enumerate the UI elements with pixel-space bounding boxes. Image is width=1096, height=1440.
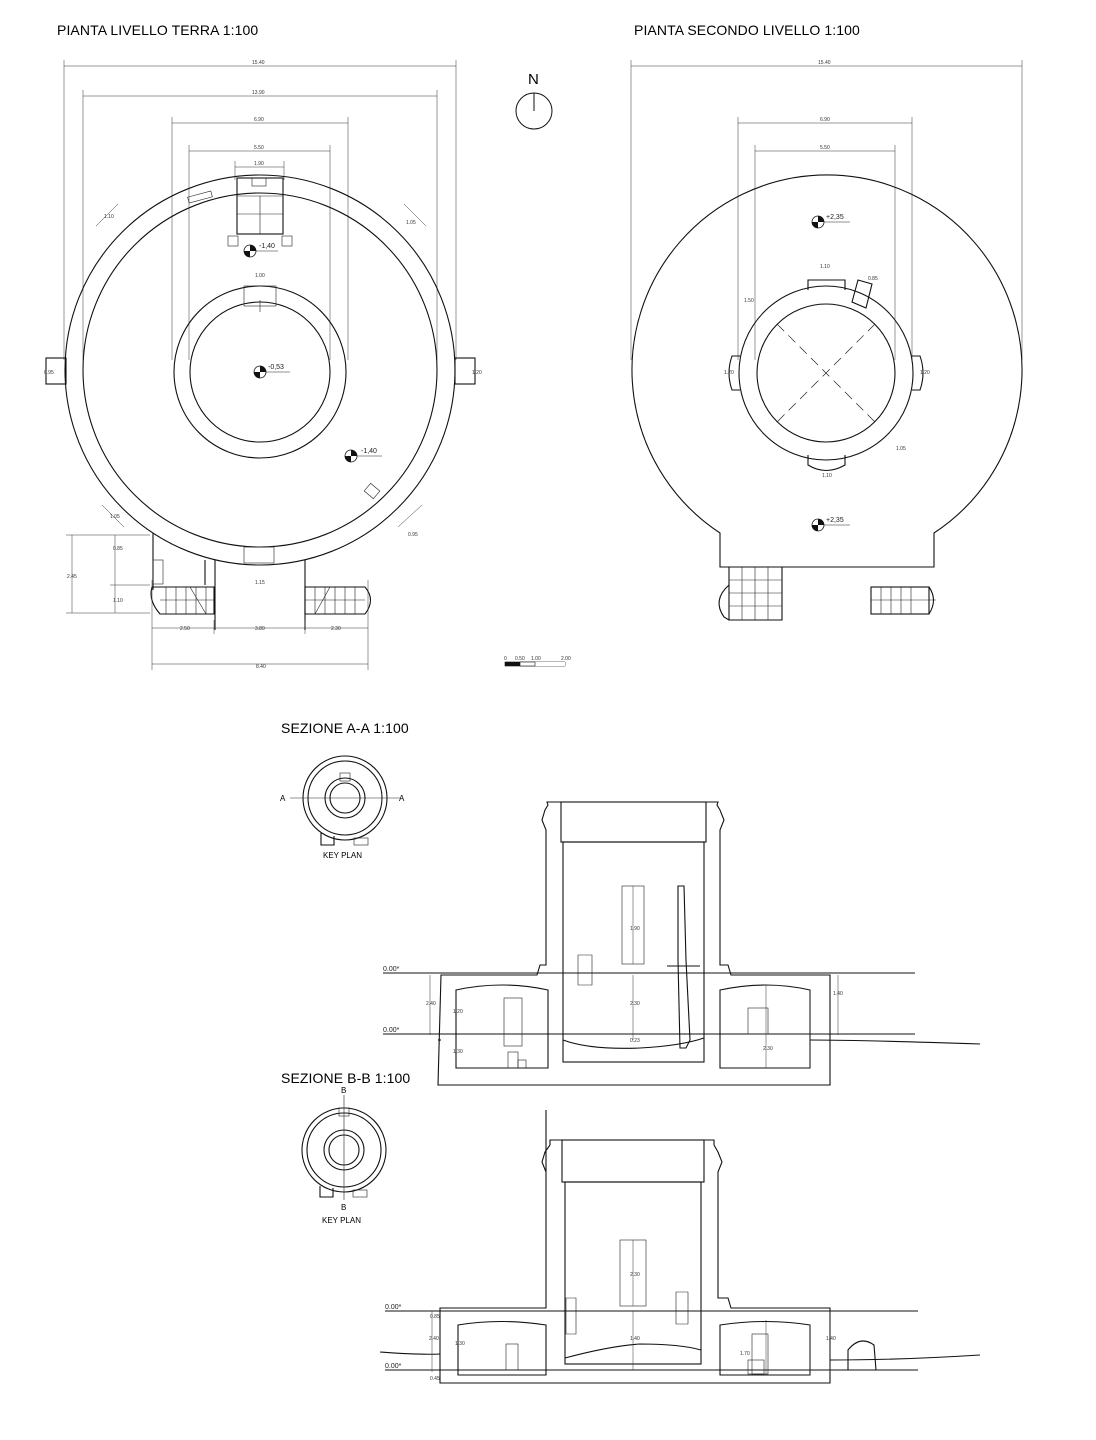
- tower-inner: [756, 303, 896, 443]
- section-marker-a: A: [280, 794, 286, 803]
- dim-label: 1.05: [896, 446, 906, 452]
- dim-label: 2.30: [331, 626, 341, 632]
- scale-label: 0.50: [515, 656, 525, 662]
- elevation-marker: -0,53: [253, 364, 290, 379]
- section-marker-a: A: [399, 794, 405, 803]
- key-plan-aa: A A KEY PLAN: [280, 755, 405, 860]
- second-plan-stairs: [718, 567, 936, 621]
- dim-label: 15.40: [252, 60, 265, 66]
- key-plan-label: KEY PLAN: [322, 1216, 361, 1225]
- key-plan-bb: B B KEY PLAN: [301, 1086, 387, 1225]
- second-plan: 15.40 6.90 5.50 1.10 1.50 0.85 1.20 1.20…: [630, 60, 1023, 621]
- ground-plan: 15.40 13.90 6.90 5.50 1.90: [44, 60, 482, 670]
- elevation-label: +2,35: [826, 214, 844, 221]
- dim-label: 2.30: [630, 1001, 640, 1007]
- level-label: 0.00*: [385, 1304, 402, 1311]
- dim-label: 1.20: [453, 1009, 463, 1015]
- dim-label: 13.90: [252, 90, 265, 96]
- dim-label: 2.30: [630, 1272, 640, 1278]
- north-label: N: [528, 71, 539, 88]
- level-label: 0.00*: [385, 1363, 402, 1370]
- elevation-label: +2,35: [826, 517, 844, 524]
- dim-label: 0.23: [630, 1038, 640, 1044]
- dim-label: 1.10: [822, 473, 832, 479]
- dim-label: 0.85: [113, 546, 123, 552]
- elevation-marker: +2,35: [811, 517, 850, 532]
- dim-label: 1.30: [455, 1341, 465, 1347]
- dim-label: 2.50: [180, 626, 190, 632]
- second-plan-outline: [631, 174, 1023, 568]
- dim-label: 1.40: [826, 1336, 836, 1342]
- dim-label: 6.90: [820, 117, 830, 123]
- scale-label: 1.00: [531, 656, 541, 662]
- dim-label: 0.95: [408, 532, 418, 538]
- second-plan-title: PIANTA SECONDO LIVELLO 1:100: [634, 22, 860, 38]
- dim-label: 1.05: [110, 514, 120, 520]
- dim-label: 1.05: [406, 220, 416, 226]
- dim-label: 1.10: [113, 598, 123, 604]
- dim-label: 5.50: [820, 145, 830, 151]
- scale-label: 0: [504, 656, 507, 662]
- section-marker-b: B: [341, 1203, 346, 1212]
- key-plan-label: KEY PLAN: [323, 851, 362, 860]
- wall-openings: [45, 203, 476, 564]
- north-arrow: N: [515, 71, 553, 130]
- dim-label: 1.90: [254, 161, 264, 167]
- dim-label: 2.40: [429, 1336, 439, 1342]
- section-marker-b: B: [341, 1086, 346, 1095]
- dim-label: 1.50: [744, 298, 754, 304]
- elevation-label: -1,40: [259, 243, 275, 250]
- elevation-marker: -1,40: [243, 243, 278, 258]
- dim-label: 1.90: [630, 926, 640, 932]
- dim-label: 1.40: [630, 1336, 640, 1342]
- ground-plan-title: PIANTA LIVELLO TERRA 1:100: [57, 22, 259, 38]
- dim-label: 1.00: [255, 273, 265, 279]
- section-aa: 0.00* 0.00* 2.40 1.90 2.30 2.30 1.40 1.2…: [383, 801, 981, 1086]
- dim-label: 0.45: [430, 1376, 440, 1382]
- dim-label: 0.95: [44, 370, 54, 376]
- dim-label: 1.40: [833, 991, 843, 997]
- dim-label: 1.10: [104, 214, 114, 220]
- dim-label: 1.70: [740, 1351, 750, 1357]
- dim-label: 2.30: [763, 1046, 773, 1052]
- tower-outer: [738, 285, 914, 461]
- dim-label: 6.90: [254, 117, 264, 123]
- dim-label: 1.30: [453, 1049, 463, 1055]
- section-aa-title: SEZIONE A-A 1:100: [281, 720, 409, 736]
- dim-label: 15.40: [818, 60, 831, 66]
- elevation-marker: +2,35: [811, 214, 850, 229]
- north-stair: [187, 177, 293, 247]
- dim-label: 1.10: [820, 264, 830, 270]
- dim-label: 3.80: [255, 626, 265, 632]
- dim-label: 2.40: [426, 1001, 436, 1007]
- elevation-marker: -1,40: [344, 448, 382, 463]
- section-bb-title: SEZIONE B-B 1:100: [281, 1070, 411, 1086]
- dim-label: 1.20: [724, 370, 734, 376]
- dim-label: 1.20: [472, 370, 482, 376]
- dim-label: 2.45: [67, 574, 77, 580]
- south-structures: 2.50 3.80 2.30 8.40 2.45 0.85 1.10 0.95 …: [44, 214, 482, 670]
- elevation-label: -1,40: [361, 448, 377, 455]
- scale-label: 2.00: [561, 656, 571, 662]
- dim-label: 5.50: [254, 145, 264, 151]
- level-label: 0.00*: [383, 1027, 400, 1034]
- dim-label: 0.85: [430, 1314, 440, 1320]
- elevation-label: -0,53: [268, 364, 284, 371]
- dim-label: 0.85: [868, 276, 878, 282]
- dim-label: 1.20: [920, 370, 930, 376]
- section-bb: 0.00* 0.00* 2.40 0.85 2.30 1.40 1.30 1.7…: [379, 1110, 981, 1384]
- scale-bar: 0 0.50 1.00 2.00: [504, 656, 571, 667]
- level-label: 0.00*: [383, 966, 400, 973]
- dim-label: 1.15: [255, 580, 265, 586]
- dim-label: 8.40: [256, 664, 266, 670]
